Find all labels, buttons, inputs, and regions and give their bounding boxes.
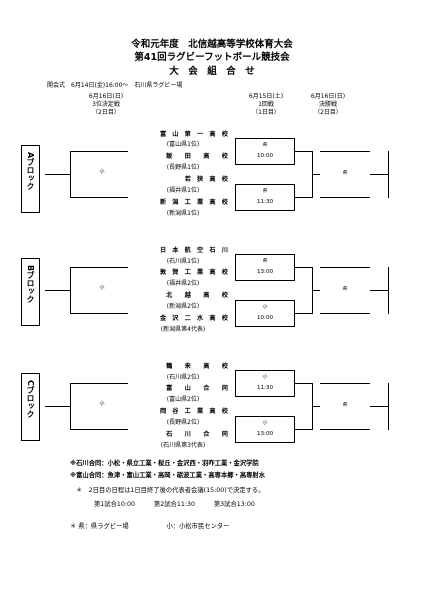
match-b1-box: 県 13:00	[235, 254, 295, 281]
bracket-line	[370, 406, 388, 407]
match-c2-box: 小 13:00	[235, 416, 295, 443]
qual-b3: (新潟県2位)	[166, 303, 200, 310]
team-b3: 北 越 高 校	[166, 292, 228, 299]
qual-c2: (富山県2位)	[166, 396, 200, 403]
bracket-line	[70, 383, 128, 384]
col1-date: 6月16日(日)	[88, 93, 124, 100]
third-place-c-venue: 小	[99, 401, 105, 407]
qual-b4: (新潟県第4代表)	[160, 326, 206, 333]
match-b2-box: 小 10:00	[235, 300, 295, 327]
col2-date: 6月15日(土)	[248, 93, 284, 100]
col3-round: 決勝戦	[318, 101, 337, 108]
match-a2-box: 県 11:30	[235, 184, 295, 211]
note-ishikawa-joint: ※石川合同：小松・県立工業・桜丘・金沢西・羽咋工業・金沢学院	[70, 460, 259, 467]
bracket-line	[295, 267, 312, 268]
bracket-line	[370, 290, 388, 291]
note-toyama-joint: ※富山合同：魚津・富山工業・高岡・砺波工業・高専本郷・高専射水	[70, 472, 266, 479]
bracket-line	[388, 383, 389, 430]
qual-c1: (石川県2位)	[166, 374, 200, 381]
bracket-line	[45, 406, 70, 407]
third-place-a-venue: 小	[99, 169, 105, 175]
bracket-line	[312, 290, 320, 291]
bracket-line	[70, 383, 71, 430]
qual-a3: (福井県1位)	[166, 187, 200, 194]
block-b-label: Bブロック	[21, 258, 40, 326]
col1-day: （2日目）	[92, 109, 120, 116]
title-line-2: 第41回ラグビーフットボール競技会	[134, 52, 290, 63]
team-c1: 鶴 来 高 校	[166, 363, 228, 370]
bracket-line	[45, 290, 70, 291]
bracket-line	[295, 313, 312, 314]
note-day2-schedule: ＊ 2日目の日程は1日目終了後の代表者会議(15:00)で決定する。	[76, 487, 265, 494]
bracket-line	[70, 267, 128, 268]
team-a4: 新 潟 工 業 高 校	[159, 199, 228, 206]
team-b4: 金 沢 二 水 高 校	[159, 315, 228, 322]
opening-ceremony: 開会式 6月14日(金)16:00～ 石川県ラグビー場	[47, 82, 183, 89]
bracket-line	[295, 383, 312, 384]
col1-round: 3位決定戦	[92, 101, 120, 108]
title-line-1: 令和元年度 北信越高等学校体育大会	[131, 39, 293, 50]
bracket-line	[70, 151, 71, 198]
final-c-box: 県	[320, 383, 370, 430]
col3-day: （2日目）	[314, 109, 342, 116]
team-b1: 日 本 航 空 石 川	[159, 247, 228, 254]
bracket-line	[70, 197, 128, 198]
bracket-line	[70, 429, 128, 430]
team-a2: 飯 田 高 校	[166, 153, 228, 160]
bracket-line	[312, 174, 320, 175]
col3-date: 6月16日(日)	[310, 93, 346, 100]
bracket-line	[370, 174, 388, 175]
qual-c3: (長野県2位)	[166, 419, 200, 426]
qual-a4: (新潟県1位)	[166, 210, 200, 217]
bracket-line	[45, 174, 70, 175]
match-a1-box: 県 10:00	[235, 138, 295, 165]
qual-a2: (長野県1位)	[166, 164, 200, 171]
team-c4: 石 川 合 同	[166, 431, 228, 438]
note-venues: ＊ 県：県ラグビー場 小：小松市民センター	[70, 523, 230, 530]
bracket-line	[312, 406, 320, 407]
team-c3: 岡 谷 工 業 高 校	[159, 408, 228, 415]
team-a3: 若 狭 高 校	[184, 176, 228, 183]
team-c2: 富 山 合 同	[166, 385, 228, 392]
note-match-times: 第1試合10:00 第2試合11:30 第3試合13:00	[94, 501, 255, 508]
qual-a1: (富山県1位)	[166, 141, 200, 148]
third-place-b-venue: 小	[99, 285, 105, 291]
bracket-line	[70, 151, 128, 152]
bracket-line	[388, 151, 389, 198]
team-b2: 敦 賀 工 業 高 校	[159, 269, 228, 276]
team-a1: 富 山 第 一 高 校	[159, 131, 228, 138]
final-a-box: 県	[320, 151, 370, 198]
bracket-line	[70, 267, 71, 314]
qual-b2: (福井県2位)	[166, 280, 200, 287]
bracket-line	[70, 313, 128, 314]
col2-round: 1回戦	[258, 101, 274, 108]
bracket-line	[295, 197, 312, 198]
block-a-label: Aブロック	[21, 145, 40, 213]
title-line-3: 大 会 組 合 せ	[169, 66, 255, 77]
col2-day: （1日目）	[252, 109, 280, 116]
bracket-line	[295, 151, 312, 152]
qual-c4: (石川県第3代表)	[160, 442, 206, 449]
bracket-line	[295, 429, 312, 430]
match-c1-box: 小 11:30	[235, 370, 295, 397]
bracket-line	[388, 267, 389, 314]
block-c-label: Cブロック	[21, 373, 40, 441]
qual-b1: (石川県1位)	[166, 258, 200, 265]
final-b-box: 県	[320, 267, 370, 314]
